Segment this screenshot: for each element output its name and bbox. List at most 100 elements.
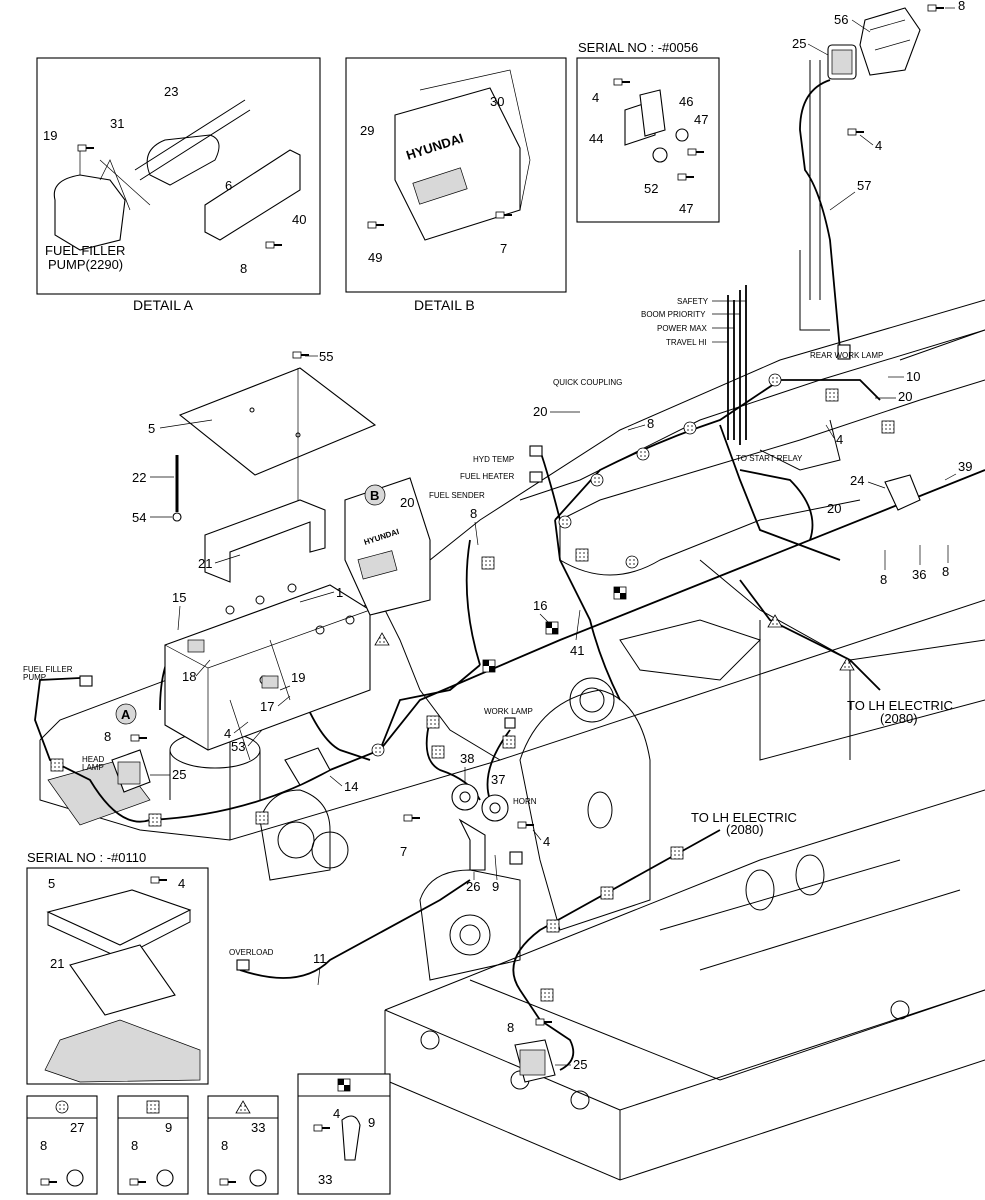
clip-checker bbox=[613, 586, 627, 600]
callout-46: 46 bbox=[679, 94, 693, 109]
legend-4-c: 33 bbox=[318, 1172, 332, 1187]
callout-47: 47 bbox=[694, 112, 708, 127]
label-head-lamp-2: LAMP bbox=[82, 763, 104, 772]
callout-23: 23 bbox=[164, 84, 178, 99]
bolt bbox=[517, 821, 535, 829]
components: HYUNDAI bbox=[79, 4, 945, 1083]
relay bbox=[284, 747, 331, 786]
clip-square bbox=[255, 811, 269, 825]
serial-bottom-title: SERIAL NO : -#0110 bbox=[27, 850, 146, 865]
bolt bbox=[535, 1018, 553, 1026]
clip-checker bbox=[545, 621, 559, 635]
label-to-lh-electric-2-ref: (2080) bbox=[726, 822, 764, 837]
connector bbox=[79, 675, 93, 687]
callout-47b: 47 bbox=[679, 201, 693, 216]
callout: 36 bbox=[912, 567, 926, 582]
serial-top-panel: 4 46 44 47 52 47 bbox=[576, 57, 720, 223]
callout: 21 bbox=[198, 556, 212, 571]
legend-clip-triangle: 8 33 bbox=[207, 1095, 279, 1195]
detail-b-caption: DETAIL B bbox=[414, 297, 475, 313]
callout: 5 bbox=[148, 421, 155, 436]
callout: 26 bbox=[466, 879, 480, 894]
callout: 25 bbox=[573, 1057, 587, 1072]
callout: 54 bbox=[132, 510, 146, 525]
label-work-lamp: WORK LAMP bbox=[484, 707, 533, 716]
label-to-lh-electric-2: TO LH ELECTRIC bbox=[691, 810, 797, 825]
callout: 8 bbox=[942, 564, 949, 579]
rear-work-lamp-housing bbox=[827, 7, 921, 80]
legend-clip-square: 8 9 bbox=[117, 1095, 189, 1195]
clip-round bbox=[768, 373, 782, 387]
legend-1-b: 27 bbox=[70, 1120, 84, 1135]
legend-3-a: 8 bbox=[221, 1138, 228, 1153]
label-to-start-relay: TO START RELAY bbox=[736, 454, 803, 463]
clip-round bbox=[590, 473, 604, 487]
legend-4-b: 9 bbox=[368, 1115, 375, 1130]
callout: 4 bbox=[224, 726, 231, 741]
clip-square bbox=[426, 715, 440, 729]
connector-labels: SAFETY BOOM PRIORITY POWER MAX TRAVEL HI… bbox=[23, 297, 953, 957]
label-quick-coupling: QUICK COUPLING bbox=[553, 378, 622, 387]
callout: 10 bbox=[906, 369, 920, 384]
batteries bbox=[164, 583, 371, 761]
connector bbox=[236, 959, 250, 971]
serial-bottom-panel: 5 4 21 bbox=[26, 867, 209, 1085]
legend-4-a: 4 bbox=[333, 1106, 340, 1121]
detail-a-panel: 23 19 31 6 40 8 FUEL FILLER PUMP(2290) bbox=[36, 57, 321, 295]
callout-40: 40 bbox=[292, 212, 306, 227]
label-travel-hi: TRAVEL HI bbox=[666, 338, 706, 347]
label-hyd-temp: HYD TEMP bbox=[473, 455, 514, 464]
label-to-lh-electric-1: TO LH ELECTRIC bbox=[847, 698, 953, 713]
callout-21: 21 bbox=[50, 956, 64, 971]
bolt bbox=[130, 734, 148, 742]
clip-square bbox=[575, 548, 589, 562]
bolt bbox=[292, 351, 310, 359]
callout: 57 bbox=[857, 178, 871, 193]
clip-square bbox=[670, 846, 684, 860]
callout: 4 bbox=[836, 432, 843, 447]
callout: 17 bbox=[260, 699, 274, 714]
detail-b-letter: B bbox=[370, 488, 379, 503]
callout: 1 bbox=[336, 585, 343, 600]
label-safety: SAFETY bbox=[677, 297, 709, 306]
clip-square bbox=[481, 556, 495, 570]
legend-2-a: 8 bbox=[131, 1138, 138, 1153]
callouts: 8 56 25 4 57 55 5 22 54 21 B 20 8 20 8 1… bbox=[104, 0, 972, 1072]
serial-top-title: SERIAL NO : -#0056 bbox=[578, 40, 698, 55]
callout: 16 bbox=[533, 598, 547, 613]
detail-b-marker bbox=[364, 484, 386, 506]
callout-7: 7 bbox=[500, 241, 507, 256]
connector bbox=[509, 851, 523, 865]
detail-a-caption: DETAIL A bbox=[133, 297, 194, 313]
clip-square bbox=[431, 745, 445, 759]
callout-5: 5 bbox=[48, 876, 55, 891]
callout: 8 bbox=[647, 416, 654, 431]
callout: 41 bbox=[570, 643, 584, 658]
fuel-filler-label-2: PUMP(2290) bbox=[48, 257, 123, 272]
callout: 18 bbox=[182, 669, 196, 684]
wire-harness bbox=[34, 79, 985, 1071]
callout: 22 bbox=[132, 470, 146, 485]
label-fuel-filler-pump-1: FUEL FILLER bbox=[23, 665, 73, 674]
clip-square bbox=[540, 988, 554, 1002]
head-lamp-left bbox=[111, 749, 151, 793]
detail-a-marker bbox=[115, 703, 137, 725]
legend-2-b: 9 bbox=[165, 1120, 172, 1135]
callout: 20 bbox=[898, 389, 912, 404]
clip-checker bbox=[482, 659, 496, 673]
label-fuel-sender: FUEL SENDER bbox=[429, 491, 485, 500]
label-head-lamp-1: HEAD bbox=[82, 755, 104, 764]
label-power-max: POWER MAX bbox=[657, 324, 707, 333]
clip-triangle bbox=[374, 632, 390, 646]
head-lamp-bottom bbox=[514, 1039, 556, 1083]
callout: 14 bbox=[344, 779, 358, 794]
callout-49: 49 bbox=[368, 250, 382, 265]
clip-square bbox=[546, 919, 560, 933]
label-horn: HORN bbox=[513, 797, 537, 806]
callout: 39 bbox=[958, 459, 972, 474]
legend-clip-checker: 4 9 33 bbox=[297, 1073, 391, 1195]
relay bbox=[884, 474, 921, 511]
detail-a-letter: A bbox=[121, 707, 131, 722]
bolt bbox=[927, 4, 945, 12]
callout: 25 bbox=[792, 36, 806, 51]
